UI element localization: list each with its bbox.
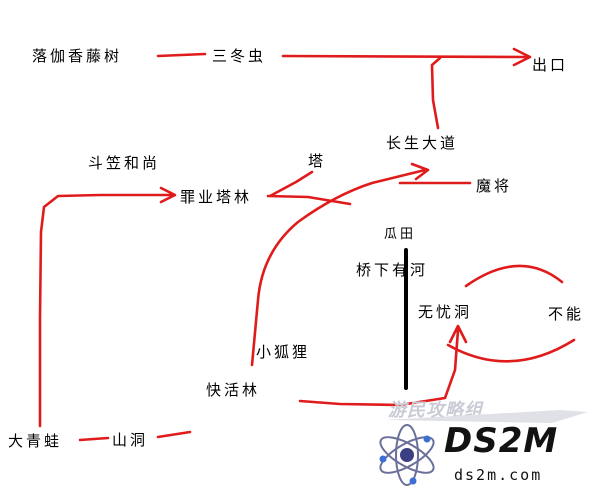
path-wuyou-buneng-loop (446, 264, 576, 363)
path-sandong-exit (281, 47, 532, 67)
node-kuaihuo: 快活林 (206, 381, 260, 399)
path-shandong-tail (156, 430, 192, 439)
node-qiaoxia: 桥下有河 (356, 261, 428, 279)
node-sandong: 三冬虫 (212, 47, 266, 65)
path-zuiye-branch (266, 194, 352, 206)
node-shandong: 山洞 (112, 431, 148, 449)
node-changsheng: 长生大道 (386, 134, 458, 152)
node-exit: 出口 (532, 56, 568, 74)
node-daqingwa: 大青蛙 (8, 432, 62, 450)
path-ta-branch (268, 170, 314, 198)
node-doulun: 斗笠和尚 (88, 154, 160, 172)
node-guatian: 瓜田 (384, 227, 416, 242)
ds2m-logo: DS2M ds2m.com (379, 421, 558, 486)
path-xiaohuli-changsheng (250, 162, 430, 367)
path-daqingwa-zuiye (38, 186, 177, 428)
place-labels: 落伽香藤树 三冬虫 出口 长生大道 斗笠和尚 塔 罪业塔林 魔将 瓜田 桥下有河… (8, 47, 584, 450)
node-mojiang: 魔将 (476, 177, 512, 195)
route-lines (38, 47, 576, 442)
path-daqingwa-shandong (78, 436, 110, 442)
atom-icon (379, 424, 435, 486)
node-buneng: 不能 (548, 305, 584, 323)
logo-brand: DS2M (444, 421, 558, 461)
node-ta: 塔 (308, 152, 326, 170)
node-xiaohuli: 小狐狸 (256, 343, 310, 361)
node-zuiye: 罪业塔林 (180, 188, 252, 206)
node-wuyou: 无忧洞 (418, 303, 472, 321)
logo-url: ds2m.com (454, 466, 542, 484)
path-kuaihuo-wuyou (298, 324, 468, 407)
path-changsheng-exit (430, 56, 442, 130)
watermark-swoosh (384, 410, 588, 423)
path-luojia-sandong (156, 52, 207, 58)
node-luojia: 落伽香藤树 (32, 47, 122, 65)
